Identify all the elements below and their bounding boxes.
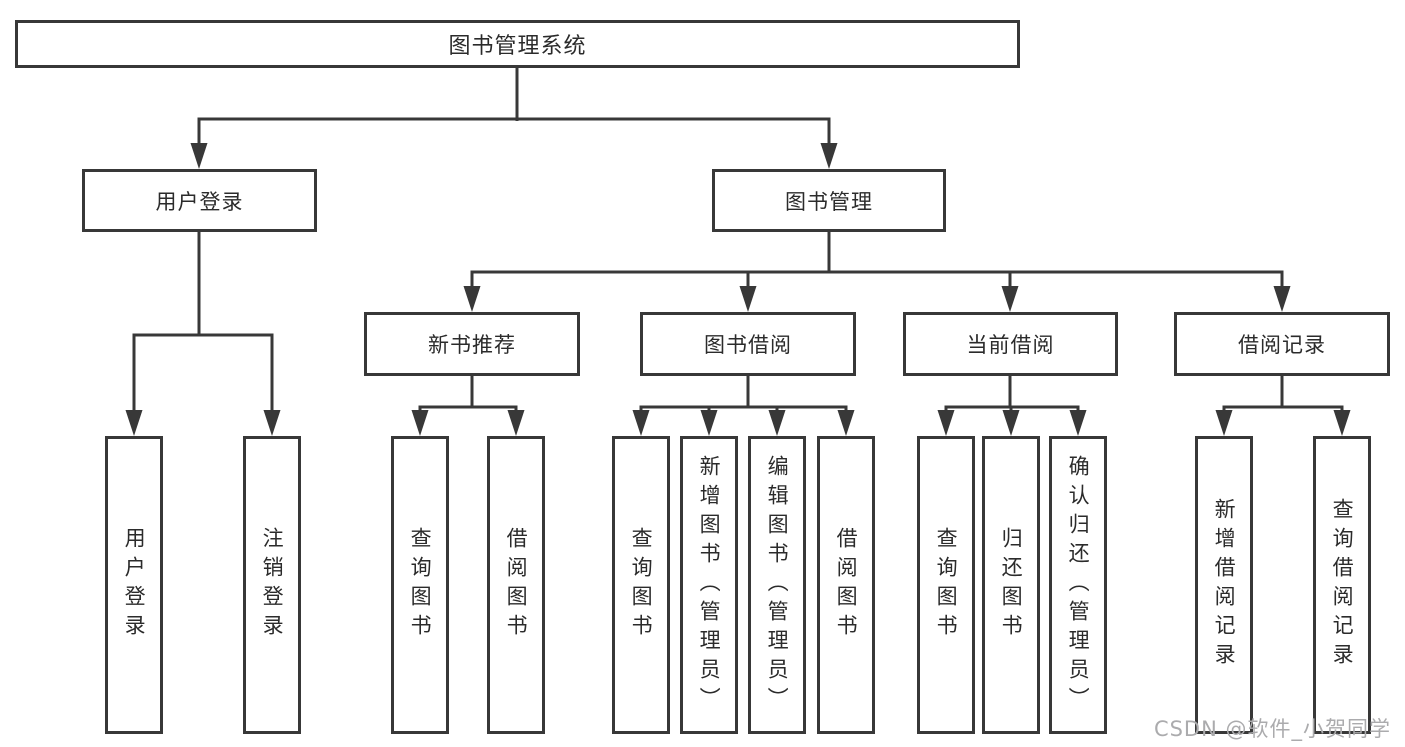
arrow-down-icon bbox=[1069, 410, 1087, 436]
arrowheads bbox=[125, 143, 1351, 436]
watermark: CSDN @软件_小贺同学 bbox=[1153, 717, 1391, 741]
leaf-label: 用户登录 bbox=[122, 527, 147, 643]
arrow-down-icon bbox=[768, 410, 786, 436]
arrow-down-icon bbox=[463, 286, 481, 312]
arrow-down-icon bbox=[190, 143, 208, 169]
leaf-recommend-query-books: 查询图书 bbox=[391, 436, 449, 734]
leaf-borrow-query-books: 查询图书 bbox=[612, 436, 670, 734]
leaf-recommend-borrow-books: 借阅图书 bbox=[487, 436, 545, 734]
leaf-label: 编辑图书（管理员） bbox=[765, 454, 790, 716]
arrow-down-icon bbox=[1215, 410, 1233, 436]
node-current-borrow: 当前借阅 bbox=[903, 312, 1118, 376]
arrow-down-icon bbox=[507, 410, 525, 436]
node-user-login: 用户登录 bbox=[82, 169, 317, 232]
leaf-user-login: 用户登录 bbox=[105, 436, 163, 734]
node-root: 图书管理系统 bbox=[15, 20, 1020, 68]
leaf-label: 查询图书 bbox=[934, 527, 959, 643]
leaf-label: 查询图书 bbox=[629, 527, 654, 643]
leaf-label: 确认归还（管理员） bbox=[1066, 454, 1091, 716]
arrow-down-icon bbox=[820, 143, 838, 169]
leaf-query-borrow-record: 查询借阅记录 bbox=[1313, 436, 1371, 734]
leaf-label: 归还图书 bbox=[999, 527, 1024, 643]
leaf-add-books-admin: 新增图书（管理员） bbox=[680, 436, 738, 734]
arrow-down-icon bbox=[937, 410, 955, 436]
node-borrow-records: 借阅记录 bbox=[1174, 312, 1390, 376]
leaf-label: 新增图书（管理员） bbox=[697, 454, 722, 716]
arrow-down-icon bbox=[1333, 410, 1351, 436]
leaf-label: 查询图书 bbox=[408, 527, 433, 643]
leaf-label: 查询借阅记录 bbox=[1330, 498, 1355, 672]
node-book-management: 图书管理 bbox=[712, 169, 946, 232]
node-new-book-recommend: 新书推荐 bbox=[364, 312, 580, 376]
leaf-current-query-books: 查询图书 bbox=[917, 436, 975, 734]
arrow-down-icon bbox=[1273, 286, 1291, 312]
arrow-down-icon bbox=[1002, 410, 1020, 436]
leaf-label: 借阅图书 bbox=[504, 527, 529, 643]
leaf-label: 新增借阅记录 bbox=[1212, 498, 1237, 672]
leaf-edit-books-admin: 编辑图书（管理员） bbox=[748, 436, 806, 734]
arrow-down-icon bbox=[837, 410, 855, 436]
arrow-down-icon bbox=[1001, 286, 1019, 312]
arrow-down-icon bbox=[739, 286, 757, 312]
leaf-return-books: 归还图书 bbox=[982, 436, 1040, 734]
leaf-logout: 注销登录 bbox=[243, 436, 301, 734]
node-book-borrow: 图书借阅 bbox=[640, 312, 856, 376]
leaf-add-borrow-record: 新增借阅记录 bbox=[1195, 436, 1253, 734]
arrow-down-icon bbox=[632, 410, 650, 436]
leaf-borrow-books: 借阅图书 bbox=[817, 436, 875, 734]
leaf-label: 注销登录 bbox=[260, 527, 285, 643]
arrow-down-icon bbox=[700, 410, 718, 436]
arrow-down-icon bbox=[263, 410, 281, 436]
arrow-down-icon bbox=[411, 410, 429, 436]
arrow-down-icon bbox=[125, 410, 143, 436]
tree-edges bbox=[132, 68, 1344, 417]
leaf-confirm-return-admin: 确认归还（管理员） bbox=[1049, 436, 1107, 734]
leaf-label: 借阅图书 bbox=[834, 527, 859, 643]
